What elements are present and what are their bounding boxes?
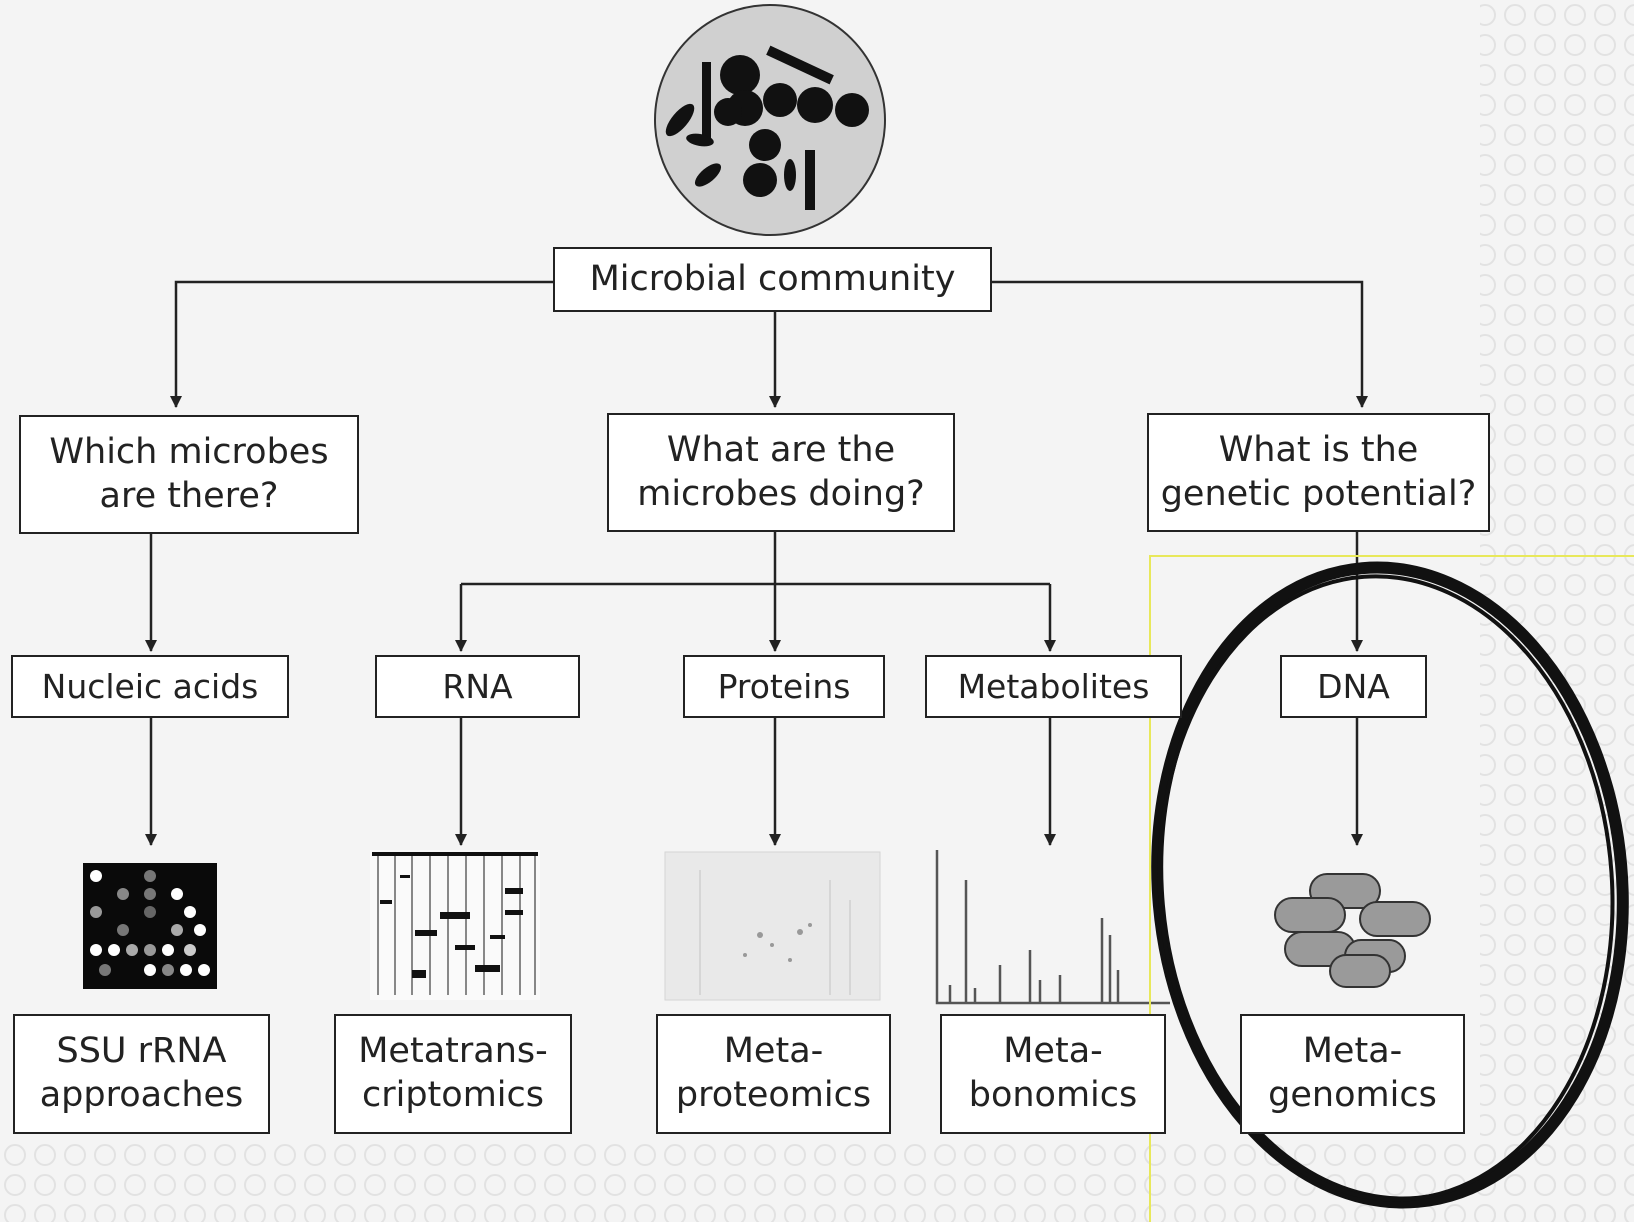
- molecule-rna: RNA: [375, 655, 580, 718]
- question-which-microbes: Which microbes are there?: [19, 415, 359, 534]
- question-genetic-potential: What is the genetic potential?: [1147, 413, 1490, 532]
- technique-metagenomics: Meta- genomics: [1240, 1014, 1465, 1134]
- spectrum-peaks-icon: [935, 850, 1170, 1005]
- molecule-label: RNA: [442, 666, 513, 706]
- question-what-doing: What are the microbes doing?: [607, 413, 955, 532]
- background-pattern-bottom: [0, 1140, 1634, 1222]
- technique-label: Meta- bonomics: [968, 1031, 1138, 1115]
- selection-rectangle: [1149, 555, 1634, 1222]
- root-node-label: Microbial community: [589, 258, 956, 299]
- technique-label: Metatrans- criptomics: [358, 1031, 548, 1115]
- technique-metaproteomics: Meta- proteomics: [656, 1014, 891, 1134]
- molecule-label: Proteins: [717, 666, 851, 706]
- root-node-microbial-community: Microbial community: [553, 247, 992, 312]
- question-label: Which microbes are there?: [49, 431, 329, 516]
- molecule-label: Nucleic acids: [41, 666, 259, 706]
- question-label: What are the microbes doing?: [637, 429, 925, 514]
- connectors: [145, 280, 1368, 846]
- microarray-icon: [83, 863, 217, 989]
- 2d-protein-gel-icon: [664, 851, 881, 1001]
- molecule-nucleic-acids: Nucleic acids: [11, 655, 289, 718]
- technique-ssu-rrna: SSU rRNA approaches: [13, 1014, 270, 1134]
- technique-label: Meta- genomics: [1268, 1031, 1437, 1115]
- technique-label: SSU rRNA approaches: [39, 1031, 244, 1115]
- gel-electrophoresis-icon: [370, 850, 540, 1000]
- question-label: What is the genetic potential?: [1160, 429, 1477, 514]
- molecule-dna: DNA: [1280, 655, 1427, 718]
- technique-label: Meta- proteomics: [675, 1031, 872, 1115]
- molecule-label: Metabolites: [957, 666, 1150, 706]
- dna-fragments-icon: [1274, 873, 1431, 988]
- molecule-proteins: Proteins: [683, 655, 885, 718]
- microbe-community-icon: [654, 4, 886, 236]
- molecule-metabolites: Metabolites: [925, 655, 1182, 718]
- molecule-label: DNA: [1317, 666, 1390, 706]
- highlight-ellipse-annotation: [1151, 561, 1629, 1209]
- technique-metatranscriptomics: Metatrans- criptomics: [334, 1014, 572, 1134]
- technique-metabonomics: Meta- bonomics: [940, 1014, 1166, 1134]
